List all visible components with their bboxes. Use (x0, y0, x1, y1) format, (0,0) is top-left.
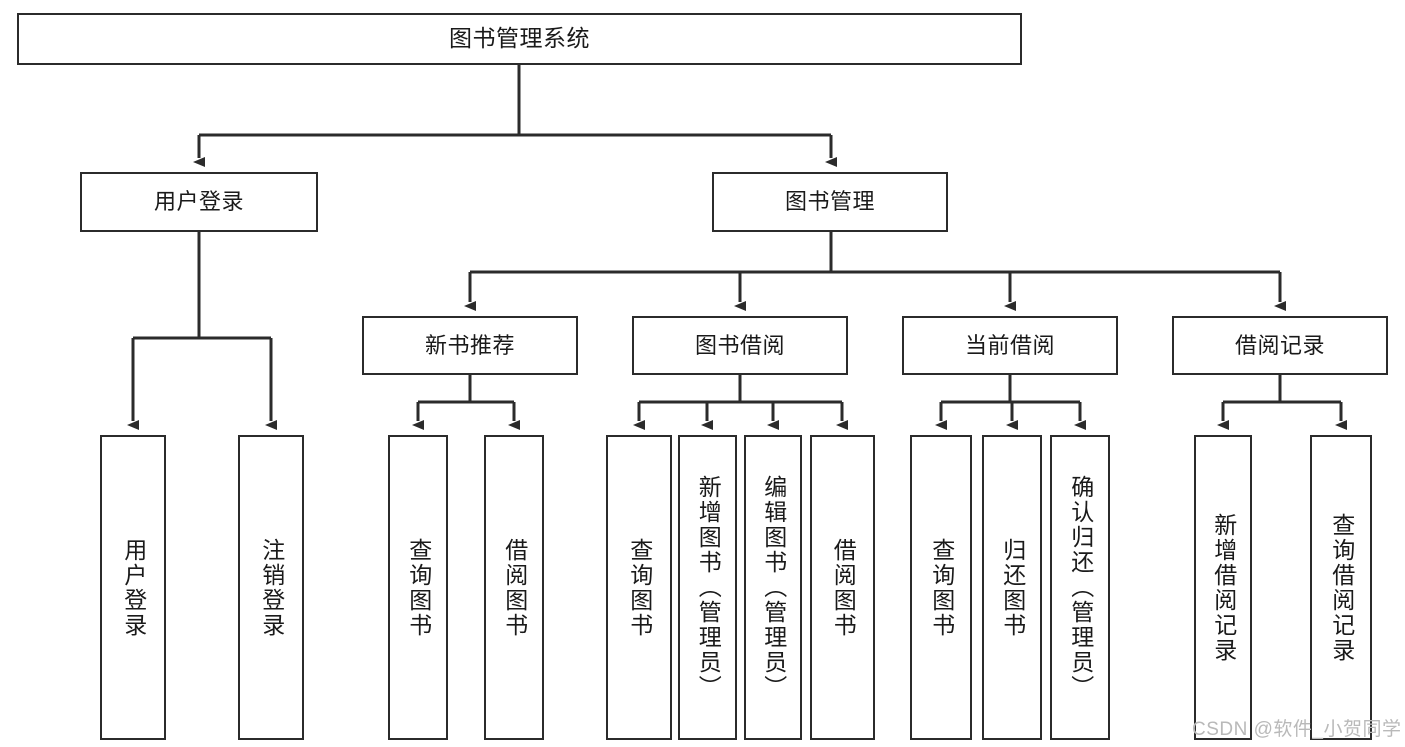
node-root[interactable]: 图书管理系统 (17, 13, 1022, 65)
node-user-login[interactable]: 用户登录 (80, 172, 318, 232)
leaf-recommend-borrow-book[interactable]: 借阅图书 (484, 435, 544, 740)
node-book-manage-label: 图书管理 (784, 189, 875, 215)
node-new-book-recommend[interactable]: 新书推荐 (362, 316, 578, 375)
leaf-record-query-label: 查询借阅记录 (1328, 512, 1355, 663)
node-user-login-label: 用户登录 (153, 189, 244, 215)
leaf-current-query-book[interactable]: 查询图书 (910, 435, 972, 740)
leaf-recommend-borrow-book-label: 借阅图书 (501, 537, 528, 638)
node-new-book-recommend-label: 新书推荐 (424, 332, 515, 358)
leaf-borrow-edit-book[interactable]: 编辑图书（管理员） (744, 435, 802, 740)
leaf-record-query[interactable]: 查询借阅记录 (1310, 435, 1372, 740)
leaf-borrow-borrow-book[interactable]: 借阅图书 (810, 435, 875, 740)
node-current-borrow[interactable]: 当前借阅 (902, 316, 1118, 375)
node-root-label: 图书管理系统 (449, 25, 590, 52)
node-borrow-record[interactable]: 借阅记录 (1172, 316, 1388, 375)
leaf-record-add-label: 新增借阅记录 (1210, 512, 1237, 663)
leaf-borrow-query-book[interactable]: 查询图书 (606, 435, 672, 740)
leaf-recommend-query-book[interactable]: 查询图书 (388, 435, 448, 740)
csdn-watermark: CSDN @软件_小贺同学 (1192, 719, 1402, 740)
leaf-current-confirm-return[interactable]: 确认归还（管理员） (1050, 435, 1110, 740)
leaf-recommend-query-book-label: 查询图书 (405, 537, 432, 638)
leaf-borrow-borrow-book-label: 借阅图书 (830, 537, 857, 638)
leaf-user-login[interactable]: 用户登录 (100, 435, 166, 740)
leaf-current-confirm-return-label: 确认归还（管理员） (1067, 475, 1094, 700)
node-book-borrow-label: 图书借阅 (694, 332, 785, 358)
leaf-user-logout-label: 注销登录 (258, 537, 285, 638)
leaf-borrow-add-book[interactable]: 新增图书（管理员） (678, 435, 737, 740)
leaf-current-return-book[interactable]: 归还图书 (982, 435, 1042, 740)
node-book-borrow[interactable]: 图书借阅 (632, 316, 848, 375)
leaf-borrow-add-book-label: 新增图书（管理员） (695, 475, 722, 700)
node-book-manage[interactable]: 图书管理 (712, 172, 948, 232)
leaf-current-return-book-label: 归还图书 (999, 537, 1026, 638)
leaf-borrow-edit-book-label: 编辑图书（管理员） (760, 475, 787, 700)
leaf-record-add[interactable]: 新增借阅记录 (1194, 435, 1252, 740)
leaf-current-query-book-label: 查询图书 (928, 537, 955, 638)
leaf-borrow-query-book-label: 查询图书 (626, 537, 653, 638)
leaf-user-logout[interactable]: 注销登录 (238, 435, 304, 740)
leaf-user-login-label: 用户登录 (120, 537, 147, 638)
node-borrow-record-label: 借阅记录 (1234, 332, 1325, 358)
node-current-borrow-label: 当前借阅 (964, 332, 1055, 358)
